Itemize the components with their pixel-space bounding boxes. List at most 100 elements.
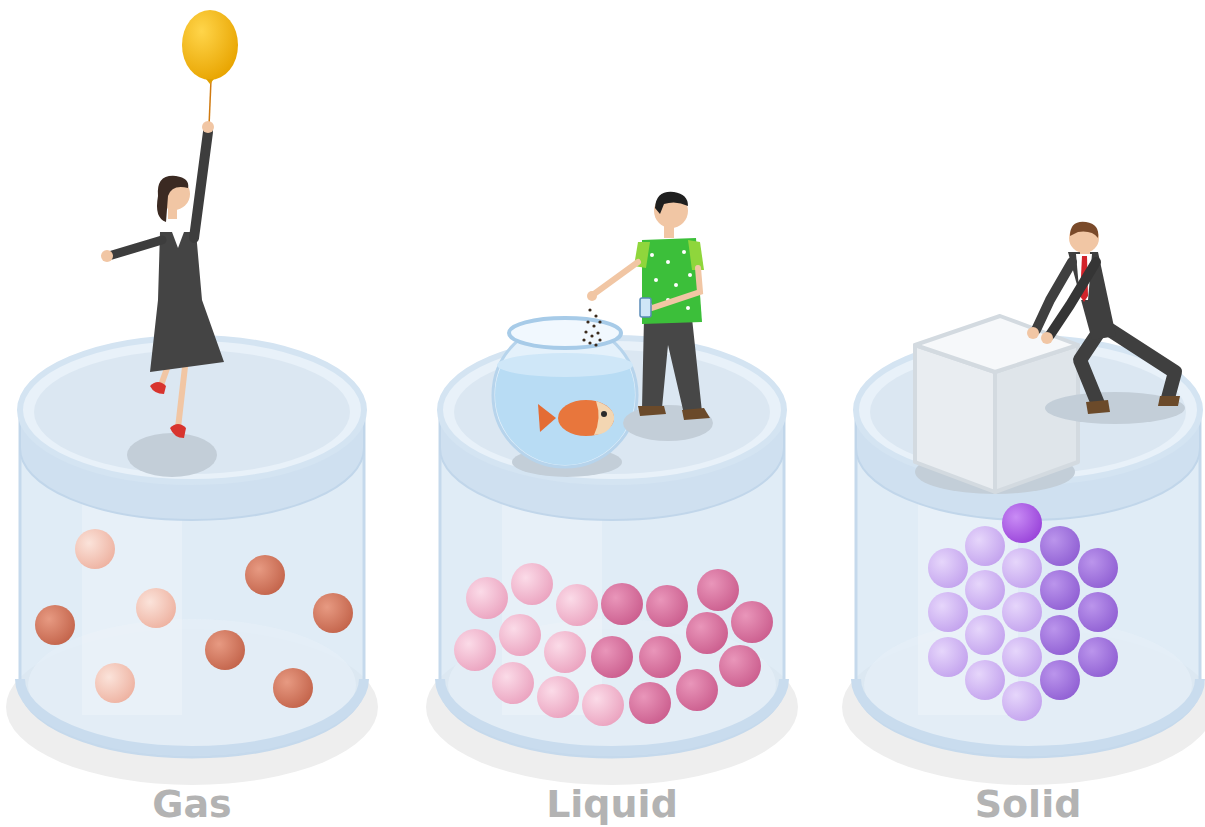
man-feeding-fish (664, 222, 674, 238)
fishbowl (490, 318, 640, 477)
liquid-particles (639, 636, 681, 678)
fishbowl (490, 365, 640, 475)
liquid-particles (731, 601, 773, 643)
gas-particles (205, 630, 245, 670)
man-feeding-fish (666, 260, 670, 264)
man-feeding-fish (642, 318, 702, 414)
man-pushing-ice (1080, 240, 1090, 254)
woman-with-balloon (178, 358, 186, 428)
man-feeding-fish (648, 303, 652, 307)
man-feeding-fish (584, 330, 587, 333)
man-feeding-fish (654, 194, 688, 228)
liquid-particles (629, 682, 671, 724)
man-pushing-ice (1086, 400, 1110, 414)
liquid-particles (697, 569, 739, 611)
man-feeding-fish (582, 192, 713, 441)
woman-with-balloon (170, 424, 186, 438)
man-pushing-ice (1068, 252, 1116, 340)
state-container: Gas (7, 330, 377, 827)
woman-with-balloon (160, 360, 170, 388)
state-container: Liquid (427, 330, 797, 827)
man-feeding-fish (666, 298, 670, 302)
man-pushing-ice (1076, 254, 1092, 300)
solid-particles (965, 570, 1005, 610)
man-feeding-fish (634, 242, 650, 268)
man-pushing-ice (1045, 392, 1185, 424)
man-feeding-fish (588, 308, 591, 311)
solid-particles (1002, 592, 1042, 632)
liquid-particles (646, 585, 688, 627)
man-feeding-fish (582, 338, 585, 341)
man-feeding-fish (655, 192, 688, 214)
woman-with-balloon (127, 433, 217, 477)
solid-particles (928, 548, 968, 588)
liquid-particles (582, 684, 624, 726)
solid-particles (1040, 526, 1080, 566)
solid-particles (1040, 660, 1080, 700)
gas-particles (245, 555, 285, 595)
woman-with-balloon (172, 232, 184, 248)
man-pushing-ice (1027, 222, 1185, 424)
solid-particles (928, 503, 1118, 721)
woman-with-balloon (157, 176, 188, 222)
man-pushing-ice (1041, 332, 1053, 344)
man-feeding-fish (594, 314, 597, 317)
fishbowl (497, 353, 633, 377)
man-pushing-ice (1080, 256, 1088, 302)
man-pushing-ice (1069, 223, 1099, 253)
ice-cube (915, 450, 1075, 494)
solid-particles (1078, 592, 1118, 632)
woman-with-balloon (101, 10, 238, 477)
liquid-particles (676, 669, 718, 711)
solid-particles (965, 615, 1005, 655)
solid-particles (1078, 637, 1118, 677)
man-pushing-ice (1070, 222, 1098, 238)
liquid-particles (556, 584, 598, 626)
man-pushing-ice (1050, 262, 1096, 335)
woman-with-balloon (194, 132, 208, 238)
woman-with-balloon (209, 80, 211, 126)
ice-cube (915, 345, 995, 492)
state-label: Solid (843, 782, 1205, 826)
solid-particles (928, 592, 968, 632)
woman-with-balloon (206, 79, 214, 84)
man-feeding-fish (682, 408, 710, 420)
glass-cylinder (7, 330, 377, 827)
man-feeding-fish (648, 250, 692, 310)
man-feeding-fish (594, 262, 638, 294)
solid-particles (965, 526, 1005, 566)
liquid-particles (537, 676, 579, 718)
liquid-particles (454, 563, 773, 726)
fishbowl (594, 401, 614, 435)
liquid-particles (454, 629, 496, 671)
man-feeding-fish (686, 306, 690, 310)
liquid-particles (686, 612, 728, 654)
woman-with-balloon (101, 250, 113, 262)
liquid-particles (591, 636, 633, 678)
ice-cube (915, 316, 1078, 372)
man-feeding-fish (682, 250, 686, 254)
man-pushing-ice (1110, 330, 1175, 398)
solid-particles (1002, 681, 1042, 721)
state-label: Liquid (427, 782, 797, 826)
man-feeding-fish (586, 320, 589, 323)
solid-particles (1002, 503, 1042, 543)
glass-cylinder (427, 330, 797, 827)
man-feeding-fish (640, 298, 651, 317)
man-feeding-fish (588, 341, 591, 344)
man-feeding-fish (590, 334, 593, 337)
solid-particles (928, 637, 968, 677)
glass-cylinder (20, 338, 364, 482)
solid-particles (965, 660, 1005, 700)
fishbowl (512, 447, 622, 477)
fishbowl (509, 318, 621, 348)
ice-cube (995, 345, 1078, 492)
glass-cylinder (870, 350, 1186, 474)
liquid-particles (544, 631, 586, 673)
fishbowl (601, 411, 607, 417)
glass-cylinder (454, 350, 770, 474)
woman-with-balloon (202, 121, 214, 133)
man-pushing-ice (1036, 262, 1072, 330)
man-feeding-fish (674, 283, 678, 287)
glass-cylinder (856, 338, 1200, 482)
